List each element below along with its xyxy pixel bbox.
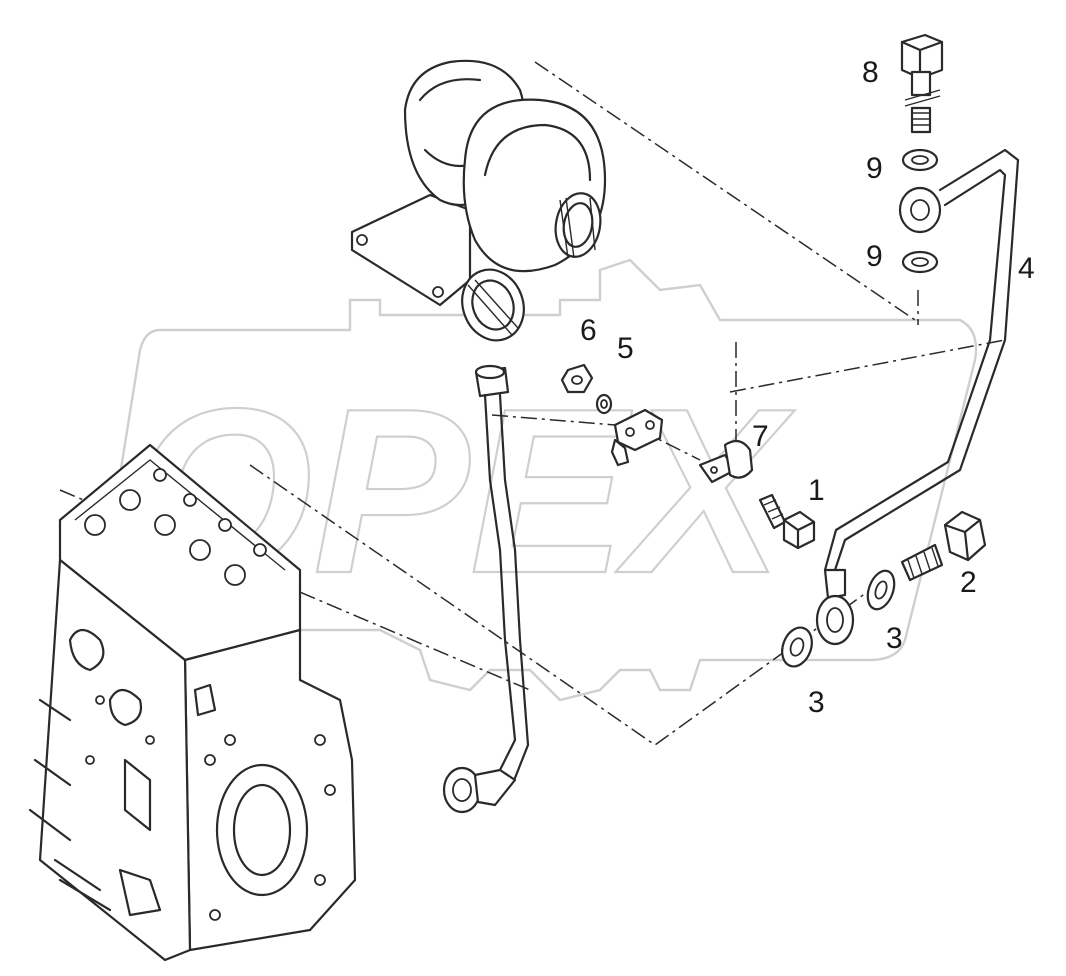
- bracket: [610, 408, 664, 467]
- nut-part-6: [560, 363, 594, 394]
- oil-feed-pipe: [815, 148, 1020, 646]
- callout-labels: 8 9 9 4 6 5 7 1 2 3 3: [580, 56, 1035, 719]
- clip-part-7: [698, 439, 754, 484]
- callout-7: 7: [752, 420, 769, 453]
- callout-6: 6: [580, 314, 597, 347]
- callout-9-lower: 9: [866, 240, 883, 273]
- washer-part-5: [595, 393, 613, 415]
- callout-3-upper: 3: [886, 622, 903, 655]
- washer-part-3-lower: [781, 626, 813, 668]
- washer-part-9-lower: [901, 250, 939, 274]
- drain-pipe: [442, 364, 530, 814]
- turbocharger: [350, 59, 607, 342]
- bolt-part-8: [900, 33, 944, 134]
- callout-1: 1: [808, 474, 825, 507]
- callout-9-upper: 9: [866, 152, 883, 185]
- washer-part-3-upper: [866, 569, 896, 611]
- washer-part-9-upper: [901, 148, 939, 172]
- banjo-bolt-part-2: [900, 510, 987, 582]
- callout-5: 5: [617, 332, 634, 365]
- screw-part-1: [758, 493, 816, 550]
- callout-8: 8: [862, 56, 879, 89]
- engine-block: [28, 443, 357, 962]
- callout-4: 4: [1018, 252, 1035, 285]
- callout-3-lower: 3: [808, 686, 825, 719]
- callout-2: 2: [960, 566, 977, 599]
